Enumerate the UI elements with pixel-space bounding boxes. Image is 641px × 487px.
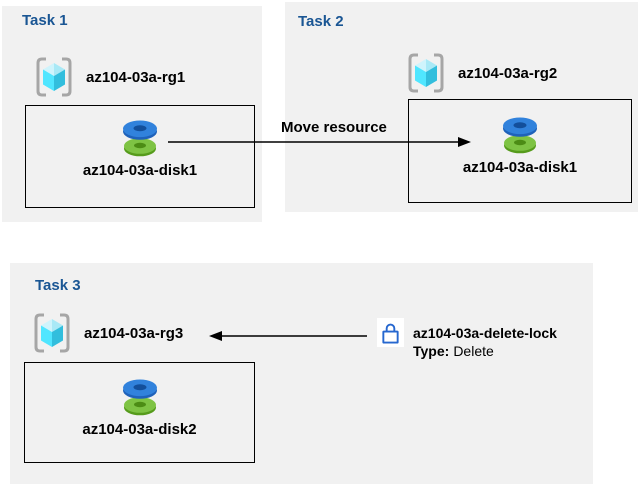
disk-icon	[122, 377, 158, 417]
lock-name: az104-03a-delete-lock	[413, 325, 557, 341]
disk-icon	[122, 118, 158, 158]
lock-type-label: Type:	[413, 343, 450, 359]
task1-resource-group-label: az104-03a-rg1	[86, 68, 186, 86]
task2-disk-label: az104-03a-disk1	[462, 159, 578, 176]
lock-type: Type:Delete	[413, 342, 557, 360]
task3-disk-label: az104-03a-disk2	[82, 421, 197, 438]
task1-title: Task 1	[22, 12, 68, 29]
move-resource-label: Move resource	[281, 119, 387, 136]
task1-disk-label: az104-03a-disk1	[82, 162, 198, 179]
task3-panel: Task 3 az104-03a-rg3 az104-03a-disk2	[10, 263, 593, 484]
task2-title: Task 2	[298, 13, 344, 30]
lock-type-value: Delete	[453, 343, 494, 359]
task3-resource-group-label: az104-03a-rg3	[84, 324, 184, 342]
lock-icon	[380, 321, 401, 345]
resource-group-icon	[33, 312, 71, 354]
task1-panel: Task 1 az104-03a-rg1 az104-03a-disk1	[2, 6, 262, 222]
task2-panel: Task 2 az104-03a-rg2 az104-03a-disk1	[285, 2, 638, 212]
task2-resource-group-label: az104-03a-rg2	[458, 64, 558, 82]
task2-resource-box: az104-03a-disk1	[408, 99, 632, 203]
task1-resource-group: az104-03a-rg1	[35, 57, 185, 97]
task3-resource-group: az104-03a-rg3	[33, 313, 183, 353]
disk-icon	[502, 115, 538, 155]
lock-annotation: az104-03a-delete-lock Type:Delete	[413, 324, 557, 360]
task3-resource-box: az104-03a-disk2	[24, 362, 255, 463]
task3-title: Task 3	[35, 277, 81, 294]
resource-group-icon	[35, 56, 73, 98]
lock-badge	[377, 318, 404, 347]
task1-resource-box: az104-03a-disk1	[25, 105, 255, 208]
task2-resource-group: az104-03a-rg2	[407, 53, 557, 93]
resource-group-icon	[407, 52, 445, 94]
